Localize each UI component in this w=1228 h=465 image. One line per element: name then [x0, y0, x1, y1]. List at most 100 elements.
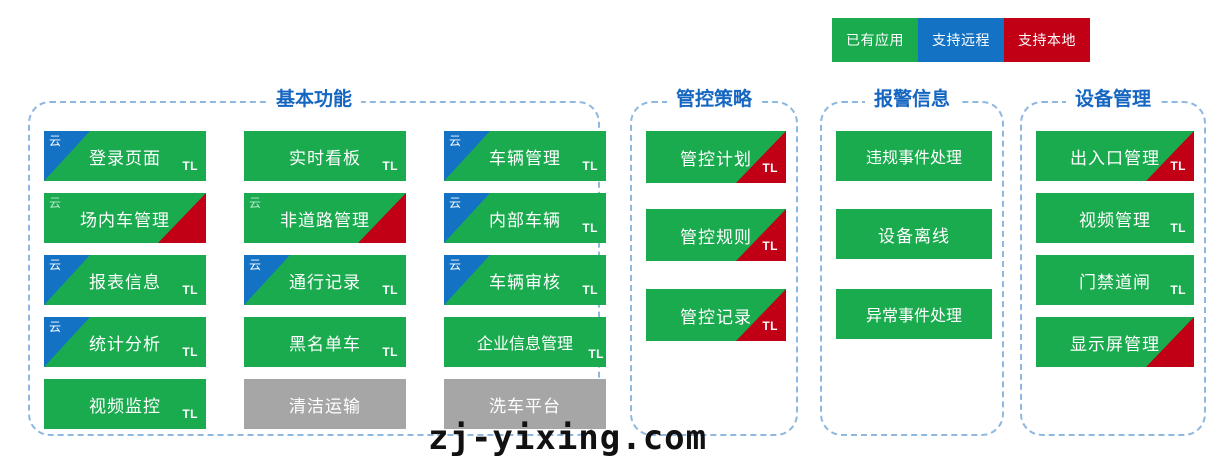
cloud-icon: 云	[49, 320, 62, 334]
app-card[interactable]: 出入口管理 TL	[1036, 131, 1194, 181]
group-title: 设备管理	[1065, 89, 1161, 111]
app-card-label: 非道路管理	[280, 210, 370, 230]
legend: 已有应用 支持远程支持本地	[832, 18, 1090, 62]
app-card-label: 出入口管理	[1070, 148, 1160, 168]
app-card-label: 场内车管理	[80, 210, 170, 230]
watermark: zj-yixing.com	[428, 418, 708, 458]
cloud-icon: 云	[49, 134, 62, 148]
tl-badge: TL	[182, 407, 198, 421]
card-grid: 出入口管理 TL 视频管理 TL 门禁道闸 TL 显示屏管理	[1022, 103, 1204, 434]
app-card-label: 清洁运输	[289, 396, 361, 416]
tl-badge: TL	[1170, 221, 1186, 235]
cloud-icon: 云	[449, 196, 462, 210]
remote-support-corner-icon	[44, 131, 90, 181]
app-card[interactable]: 异常事件处理	[836, 289, 992, 339]
app-card-label: 视频监控	[89, 396, 161, 416]
group-title: 管控策略	[666, 89, 762, 111]
legend-item-green: 已有应用	[832, 18, 918, 62]
group-title: 报警信息	[864, 89, 960, 111]
app-card[interactable]: 云登录页面 TL	[44, 131, 206, 181]
app-card[interactable]: 清洁运输	[244, 379, 406, 429]
app-card-label: 实时看板	[289, 148, 361, 168]
cloud-icon: 云	[449, 258, 462, 272]
remote-support-corner-icon	[44, 317, 90, 367]
legend-item-label: 已有应用	[846, 32, 904, 48]
app-card[interactable]: 云内部车辆 TL	[444, 193, 606, 243]
app-card[interactable]: 云场内车管理	[44, 193, 206, 243]
app-card-label: 黑名单车	[289, 334, 361, 354]
app-card[interactable]: 门禁道闸 TL	[1036, 255, 1194, 305]
app-card-label: 登录页面	[89, 148, 161, 168]
group-device-management: 设备管理 出入口管理 TL 视频管理 TL 门禁道闸 TL 显示屏管理	[1020, 89, 1206, 436]
app-card[interactable]: 违规事件处理	[836, 131, 992, 181]
tl-badge: TL	[182, 159, 198, 173]
app-card-label: 显示屏管理	[1070, 334, 1160, 354]
tl-badge: TL	[1170, 283, 1186, 297]
remote-support-corner-icon	[444, 131, 490, 181]
app-card-label: 报表信息	[89, 272, 161, 292]
app-card[interactable]: 管控记录 TL	[646, 289, 786, 341]
app-card[interactable]: 云报表信息 TL	[44, 255, 206, 305]
app-card[interactable]: 视频监控 TL	[44, 379, 206, 429]
app-card-label: 通行记录	[289, 272, 361, 292]
group-title: 基本功能	[266, 89, 362, 111]
tl-badge: TL	[582, 221, 598, 235]
app-card-label: 车辆管理	[489, 148, 561, 168]
cloud-icon: 云	[49, 258, 62, 272]
app-card-label: 管控规则	[680, 227, 752, 247]
tl-badge: TL	[762, 161, 778, 175]
app-card-label: 内部车辆	[489, 210, 561, 230]
tl-badge: TL	[182, 283, 198, 297]
tl-badge: TL	[582, 159, 598, 173]
app-card[interactable]: 实时看板 TL	[244, 131, 406, 181]
tl-badge: TL	[762, 319, 778, 333]
app-card-label: 异常事件处理	[865, 308, 962, 325]
app-card[interactable]: 黑名单车 TL	[244, 317, 406, 367]
cloud-icon: 云	[49, 196, 62, 210]
tl-badge: TL	[582, 283, 598, 297]
app-card-label: 违规事件处理	[865, 150, 962, 167]
tl-badge: TL	[382, 345, 398, 359]
app-card[interactable]: 云非道路管理	[244, 193, 406, 243]
tl-badge: TL	[382, 283, 398, 297]
tl-badge: TL	[1170, 159, 1186, 173]
tl-badge: TL	[762, 239, 778, 253]
legend-item-blue: 支持远程	[918, 18, 1004, 62]
remote-support-corner-icon	[44, 255, 90, 305]
cloud-icon: 云	[449, 134, 462, 148]
app-card-label: 门禁道闸	[1079, 272, 1151, 292]
app-card[interactable]: 管控规则 TL	[646, 209, 786, 261]
app-card[interactable]: 设备离线	[836, 209, 992, 259]
local-support-corner-icon	[158, 193, 206, 243]
local-support-corner-icon	[736, 131, 786, 183]
app-card-label: 洗车平台	[489, 396, 561, 416]
app-card-label: 统计分析	[89, 334, 161, 354]
app-card-label: 车辆审核	[489, 272, 561, 292]
legend-item-red: 支持本地	[1004, 18, 1090, 62]
local-support-corner-icon	[736, 209, 786, 261]
group-alarm-info: 报警信息 违规事件处理设备离线异常事件处理	[820, 89, 1004, 436]
legend-item-label: 支持远程	[932, 32, 990, 48]
app-card-label: 企业信息管理	[476, 336, 573, 353]
tl-badge: TL	[382, 159, 398, 173]
local-support-corner-icon	[736, 289, 786, 341]
app-card[interactable]: 洗车平台	[444, 379, 606, 429]
card-grid: 违规事件处理设备离线异常事件处理	[822, 103, 1002, 434]
app-card-label: 管控记录	[680, 307, 752, 327]
app-card[interactable]: 视频管理 TL	[1036, 193, 1194, 243]
app-card[interactable]: 显示屏管理	[1036, 317, 1194, 367]
local-support-corner-icon	[358, 193, 406, 243]
tl-badge: TL	[588, 347, 604, 361]
local-support-corner-icon	[1146, 131, 1194, 181]
app-card-label: 视频管理	[1079, 210, 1151, 230]
app-card[interactable]: 云车辆管理 TL	[444, 131, 606, 181]
app-card[interactable]: 企业信息管理 TL	[444, 317, 606, 367]
app-card[interactable]: 云车辆审核 TL	[444, 255, 606, 305]
